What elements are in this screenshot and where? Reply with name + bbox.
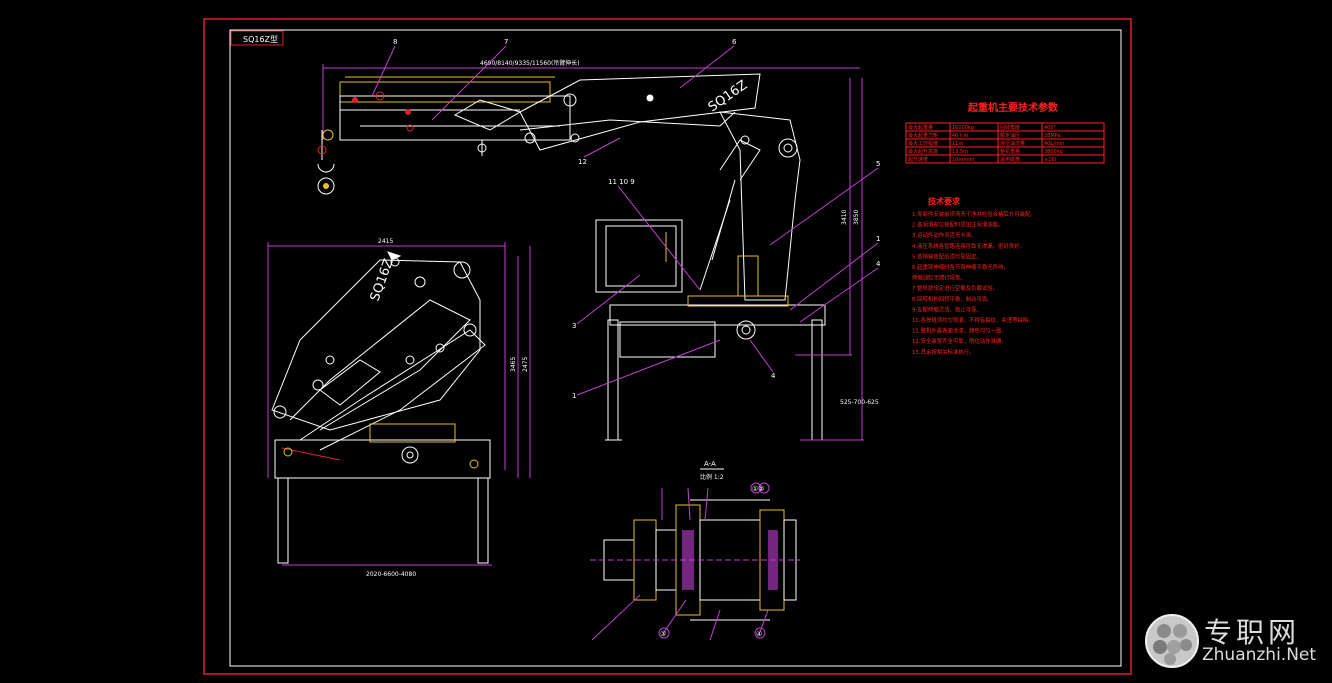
side-dimension-right2: 2475 xyxy=(522,357,529,372)
tech-note-line: 13.其余按相关标准执行。 xyxy=(912,348,974,356)
callout-7: 7 xyxy=(504,38,508,46)
callout-1b: 1 xyxy=(572,392,576,400)
spec-table-cell: 整机重量 xyxy=(1000,148,1020,155)
callout-5: 5 xyxy=(876,160,880,168)
callout-4b: 4 xyxy=(771,372,776,380)
spec-table-cell: 11m xyxy=(952,141,963,147)
outer-frame xyxy=(203,18,1132,675)
spec-table-cell: 最大起升高度 xyxy=(908,148,938,155)
inner-frame xyxy=(229,29,1122,667)
base-dimension: 2020-6600-4080 xyxy=(366,571,416,578)
tech-notes-title: 技术要求 xyxy=(928,196,961,206)
watermark-en: Zhuanzhi.Net xyxy=(1202,645,1317,665)
tech-note-line: 伸缩油缸无爬行现象。 xyxy=(912,274,966,282)
callout-leaders xyxy=(371,45,879,396)
section-scale: 比例 1:2 xyxy=(700,473,724,481)
tech-note-line: 12.安全装置齐全可靠，限位动作准确。 xyxy=(912,337,1007,345)
spec-table-cell: 3800kg xyxy=(1044,149,1063,155)
spec-table-cell: 10m/min xyxy=(952,157,974,163)
spec-table-cell: 40 t·m xyxy=(952,133,969,139)
front-dimension-a: 3410 xyxy=(841,210,848,225)
spec-table-title: 起重机主要技术参数 xyxy=(967,101,1059,114)
callout-6: 6 xyxy=(732,38,737,46)
callout-12: 12 xyxy=(578,158,587,166)
front-dimension-b: 3850 xyxy=(853,210,860,225)
spec-table: 最大起重量 16000kg 回转角度 400° 最大起重力矩 40 t·m 额定油压 28MP… xyxy=(905,122,1105,164)
spec-table-cell: ≥16t xyxy=(1044,157,1057,163)
side-dimension-top: 2415 xyxy=(378,238,393,245)
title-block-label: SQ16Z型 xyxy=(243,35,278,44)
callout-3: 3 xyxy=(572,322,576,330)
tech-note-line: 10.各焊缝须均匀饱满，不得有裂纹、夹渣等缺陷。 xyxy=(912,316,1034,324)
tech-note-line: 3.运动件动作灵活无卡滞。 xyxy=(912,231,976,239)
tech-note-line: 11.整机外露表面涂漆，颜色均匀一致。 xyxy=(912,327,1007,335)
side-view xyxy=(267,242,531,566)
spec-table-cell: 起升速度 xyxy=(908,156,928,163)
watermark-ball-icon xyxy=(1145,614,1199,668)
top-dimension: 4690/8140/9335/11560(吊臂伸长) xyxy=(480,59,580,67)
spec-table-cell: 40L/min xyxy=(1044,141,1064,147)
section-callout-12: ①② xyxy=(752,485,765,493)
title-block xyxy=(230,30,284,46)
callout-1: 1 xyxy=(876,235,880,243)
section-view xyxy=(590,468,800,641)
tech-note-line: 1.零部件安装前须清洗干净并检验合格后方可装配。 xyxy=(912,210,1036,218)
spec-table-cell: 最大起重力矩 xyxy=(908,132,938,139)
callout-11: 11 10 9 xyxy=(608,178,635,186)
tech-notes: 1.零部件安装前须清洗干净并检验合格后方可装配。 2.各润滑部位装配时须加注润滑油… xyxy=(912,210,1036,356)
tech-note-line: 9.支腿伸缩灵活，锁止可靠。 xyxy=(912,305,982,313)
spec-table-cell: 13.5m xyxy=(952,149,968,155)
tech-note-line: 4.液压系统各管路连接可靠无渗漏，密封良好。 xyxy=(912,242,1025,250)
spec-table-cell: 最大工作幅度 xyxy=(908,140,938,147)
watermark-cn: 专职网 xyxy=(1204,616,1301,649)
spec-table-cell: 回转角度 xyxy=(1000,124,1020,131)
boom-top-view: 4690/8140/9335/11560(吊臂伸长) xyxy=(317,59,864,441)
tech-note-line: 6.起重臂伸缩时各节臂伸缩平稳无异响， xyxy=(912,263,1009,271)
tech-note-line: 2.各润滑部位装配时须加注润滑油脂。 xyxy=(912,221,1003,229)
tech-note-line: 7.整机按规定进行空载及负载试验。 xyxy=(912,284,998,292)
spec-table-cell: 400° xyxy=(1044,125,1057,131)
spec-table-cell: 适用底盘 xyxy=(1000,156,1020,163)
tech-note-line: 8.回转机构回转平稳，制动可靠。 xyxy=(912,295,993,303)
spec-table-cell: 16000kg xyxy=(952,125,974,131)
section-label: A-A xyxy=(704,460,716,468)
callout-4: 4 xyxy=(876,260,881,268)
callout-labels: 8 7 6 5 1 4 12 11 10 9 3 1 4 xyxy=(393,38,881,400)
spec-table-cell: 最大起重量 xyxy=(908,124,933,131)
spec-table-border xyxy=(905,122,1105,164)
spec-table-cell: 液压油流量 xyxy=(1000,140,1025,147)
side-dimension-right: 3465 xyxy=(510,357,517,372)
tech-note-line: 5.各销轴装配后须可靠固定。 xyxy=(912,252,982,260)
watermark: 专职网 Zhuanzhi.Net xyxy=(1144,609,1324,673)
callout-8: 8 xyxy=(393,38,397,46)
spec-table-cell: 额定油压 xyxy=(1000,132,1020,139)
front-dimension-foot: 525-700-625 xyxy=(840,399,879,406)
section-callout-3: ③ xyxy=(660,630,666,638)
spec-table-cell: 28MPa xyxy=(1044,133,1061,139)
section-callout-4: ④ xyxy=(756,630,762,638)
model-mark-side: SQ16Z xyxy=(368,257,397,304)
